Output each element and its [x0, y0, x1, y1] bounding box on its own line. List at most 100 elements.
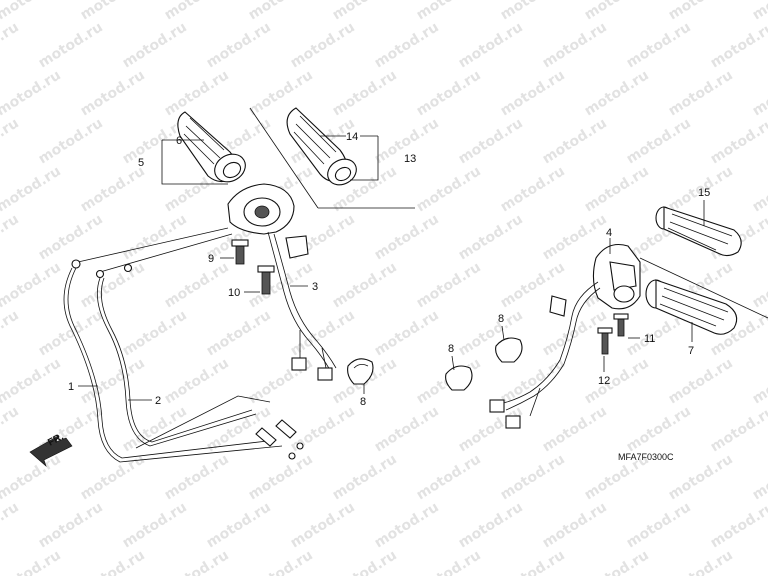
- watermark-text: motod.ru: [120, 211, 190, 263]
- watermark-text: motod.ru: [708, 403, 768, 455]
- watermark-text: motod.ru: [414, 163, 484, 215]
- clamp-right-lower: [445, 365, 473, 391]
- watermark-text: motod.ru: [414, 451, 484, 503]
- watermark-text: motod.ru: [120, 499, 190, 551]
- watermark-text: motod.ru: [750, 547, 768, 576]
- section-dividers: [249, 107, 768, 319]
- watermark-text: motod.ru: [246, 547, 316, 576]
- watermark-text: motod.ru: [330, 259, 400, 311]
- callout-1: 1: [68, 381, 74, 393]
- watermark-text: motod.ru: [414, 67, 484, 119]
- right-switch-housing: [489, 243, 641, 429]
- watermark-text: motod.ru: [120, 307, 190, 359]
- watermark-text: motod.ru: [540, 403, 610, 455]
- watermark-text: motod.ru: [708, 19, 768, 71]
- callout-15: 15: [698, 187, 710, 199]
- watermark-text: motod.ru: [414, 547, 484, 576]
- watermark-text: motod.ru: [162, 355, 232, 407]
- watermark-text: motod.ru: [666, 67, 736, 119]
- grip-15: [655, 206, 742, 257]
- watermark-text: motod.ru: [456, 211, 526, 263]
- watermark-text: motod.ru: [204, 19, 274, 71]
- watermark-text: motod.ru: [666, 547, 736, 576]
- watermark-text: motod.ru: [624, 115, 694, 167]
- watermark-text: motod.ru: [0, 355, 64, 407]
- watermark-text: motod.ru: [666, 355, 736, 407]
- bolt-11: [613, 313, 629, 337]
- callout-8-right-lower: 8: [448, 343, 454, 355]
- watermark-text: motod.ru: [78, 0, 148, 23]
- watermark-text: motod.ru: [246, 451, 316, 503]
- watermark-text: motod.ru: [750, 163, 768, 215]
- watermark-text: motod.ru: [36, 307, 106, 359]
- watermark-text: motod.ru: [246, 0, 316, 23]
- watermark-text: motod.ru: [456, 19, 526, 71]
- watermark-text: motod.ru: [372, 403, 442, 455]
- callout-2: 2: [155, 395, 161, 407]
- watermark-text: motod.ru: [0, 19, 22, 71]
- watermark-text: motod.ru: [246, 67, 316, 119]
- watermark-text: motod.ru: [582, 67, 652, 119]
- watermark-text: motod.ru: [78, 163, 148, 215]
- watermark-text: motod.ru: [162, 259, 232, 311]
- watermark-text: motod.ru: [330, 547, 400, 576]
- watermark-text: motod.ru: [78, 67, 148, 119]
- watermark-text: motod.ru: [372, 499, 442, 551]
- throttle-cables: [63, 227, 304, 463]
- watermark-text: motod.ru: [540, 499, 610, 551]
- callout-12: 12: [598, 375, 610, 387]
- watermark-text: motod.ru: [36, 499, 106, 551]
- leader-lines: [78, 135, 705, 401]
- watermark-text: motod.ru: [540, 19, 610, 71]
- watermark-text: motod.ru: [498, 67, 568, 119]
- watermark-text: motod.ru: [414, 259, 484, 311]
- watermark-text: motod.ru: [582, 163, 652, 215]
- watermark-text: motod.ru: [0, 0, 64, 23]
- grip-heater-assembly: [286, 107, 357, 186]
- watermark-text: motod.ru: [330, 67, 400, 119]
- callout-10: 10: [228, 287, 240, 299]
- watermark-text: motod.ru: [498, 355, 568, 407]
- clamp-left: [347, 358, 374, 385]
- left-switch-housing: [227, 183, 337, 381]
- watermark-text: motod.ru: [624, 19, 694, 71]
- watermark-text: motod.ru: [750, 0, 768, 23]
- watermark-text: motod.ru: [708, 499, 768, 551]
- watermark-text: motod.ru: [456, 115, 526, 167]
- watermark-text: motod.ru: [36, 19, 106, 71]
- front-direction-indicator: [29, 435, 73, 467]
- watermark-text: motod.ru: [0, 403, 22, 455]
- watermark-text: motod.ru: [78, 547, 148, 576]
- watermark-text: motod.ru: [0, 307, 22, 359]
- watermark-text: motod.ru: [330, 0, 400, 23]
- callout-8-right-upper: 8: [498, 313, 504, 325]
- watermark-text: motod.ru: [330, 451, 400, 503]
- watermark-text: motod.ru: [288, 19, 358, 71]
- callout-9: 9: [208, 253, 214, 265]
- watermark-text: motod.ru: [582, 547, 652, 576]
- watermark-text: motod.ru: [498, 163, 568, 215]
- watermark-text: motod.ru: [0, 211, 22, 263]
- watermark-text: motod.ru: [498, 0, 568, 23]
- watermark-text: motod.ru: [708, 115, 768, 167]
- watermark-text: motod.ru: [36, 115, 106, 167]
- watermark-text: motod.ru: [78, 355, 148, 407]
- watermark-text: motod.ru: [288, 499, 358, 551]
- watermark-text: motod.ru: [0, 259, 64, 311]
- watermark-text: motod.ru: [246, 259, 316, 311]
- watermark-text: motod.ru: [540, 115, 610, 167]
- callout-14: 14: [346, 131, 358, 143]
- callout-11: 11: [644, 333, 655, 345]
- watermark-text: motod.ru: [0, 451, 64, 503]
- watermark-text: motod.ru: [372, 211, 442, 263]
- watermark-text: motod.ru: [36, 211, 106, 263]
- watermark-text: motod.ru: [120, 403, 190, 455]
- watermark-text: motod.ru: [624, 403, 694, 455]
- watermark-text: motod.ru: [666, 0, 736, 23]
- watermark-text: motod.ru: [750, 67, 768, 119]
- watermark-text: motod.ru: [498, 451, 568, 503]
- watermark-text: motod.ru: [498, 547, 568, 576]
- watermark-text: motod.ru: [750, 355, 768, 407]
- clamp-right-upper: [495, 337, 523, 363]
